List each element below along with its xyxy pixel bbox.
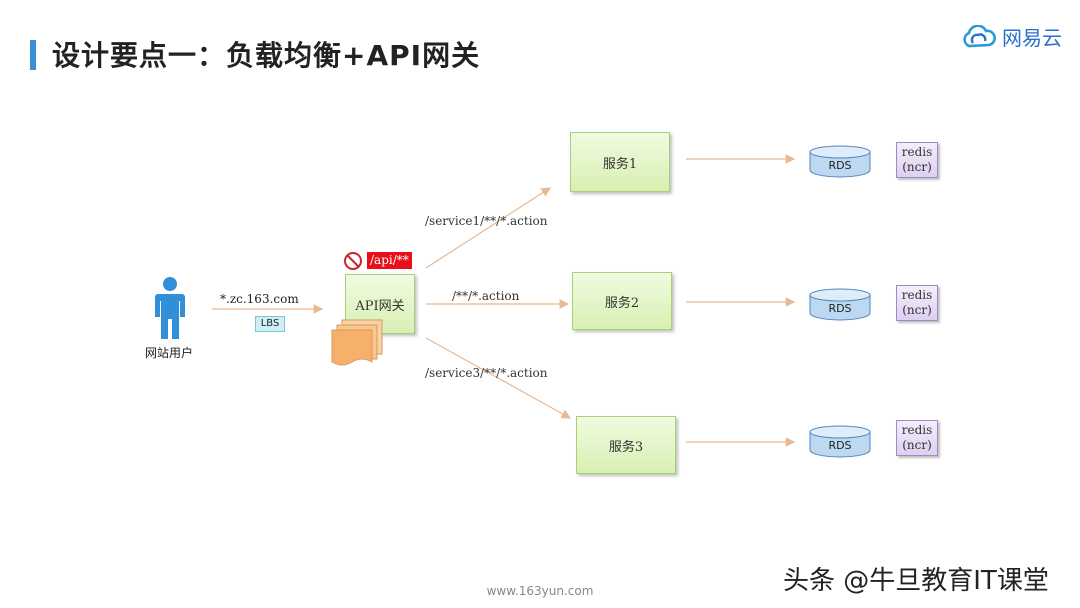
no-entry-icon [344,252,362,270]
user-label: 网站用户 [145,346,194,360]
api-gateway-label: API网关 [355,298,405,314]
redis-1-name: redis [901,145,933,159]
watermark: 头条 @牛旦教育IT课堂 [783,566,1049,596]
document-stack-icon [331,319,383,366]
rds-1: RDS [808,144,872,178]
brand-name: 网易云 [1002,26,1062,50]
person-icon [155,277,185,339]
rds-3: RDS [808,424,872,458]
redis-3-box: redis (ncr) [896,420,938,456]
page-title: 设计要点一：负载均衡+API网关 [52,39,481,72]
redis-3-type: (ncr) [902,438,932,452]
database-icon [809,288,871,321]
rds-2-label: RDS [828,302,852,315]
redis-1-type: (ncr) [902,160,932,174]
rds-1-label: RDS [828,159,852,172]
footer-url: www.163yun.com [486,584,594,598]
rds-3-label: RDS [828,439,852,452]
route-path-2: /**/*.action [452,289,520,303]
rds-2: RDS [808,287,872,321]
redis-2-box: redis (ncr) [896,285,938,321]
title-accent-bar [30,40,36,70]
arrow-gateway-to-service3 [425,337,572,419]
redis-2-type: (ncr) [902,303,932,317]
service-2-box: 服务2 [572,272,672,330]
route-path-1: /service1/**/*.action [425,214,548,228]
service-1-label: 服务1 [602,156,638,172]
arrow-gateway-to-service1 [425,187,552,269]
route-path-3: /service3/**/*.action [425,366,548,380]
service-2-label: 服务2 [604,295,640,311]
entry-url: *.zc.163.com [220,292,299,306]
cloud-icon [963,24,996,47]
database-icon [809,145,871,178]
service-3-label: 服务3 [608,439,644,455]
service-1-box: 服务1 [570,132,670,192]
redis-3-name: redis [901,423,933,437]
redis-1-box: redis (ncr) [896,142,938,178]
service-3-box: 服务3 [576,416,676,474]
lbs-badge: LBS [255,316,285,332]
database-icon [809,425,871,458]
redis-2-name: redis [901,288,933,302]
blocked-path-badge: /api/** [367,252,412,269]
brand-logo: 网易云 [960,22,1062,51]
